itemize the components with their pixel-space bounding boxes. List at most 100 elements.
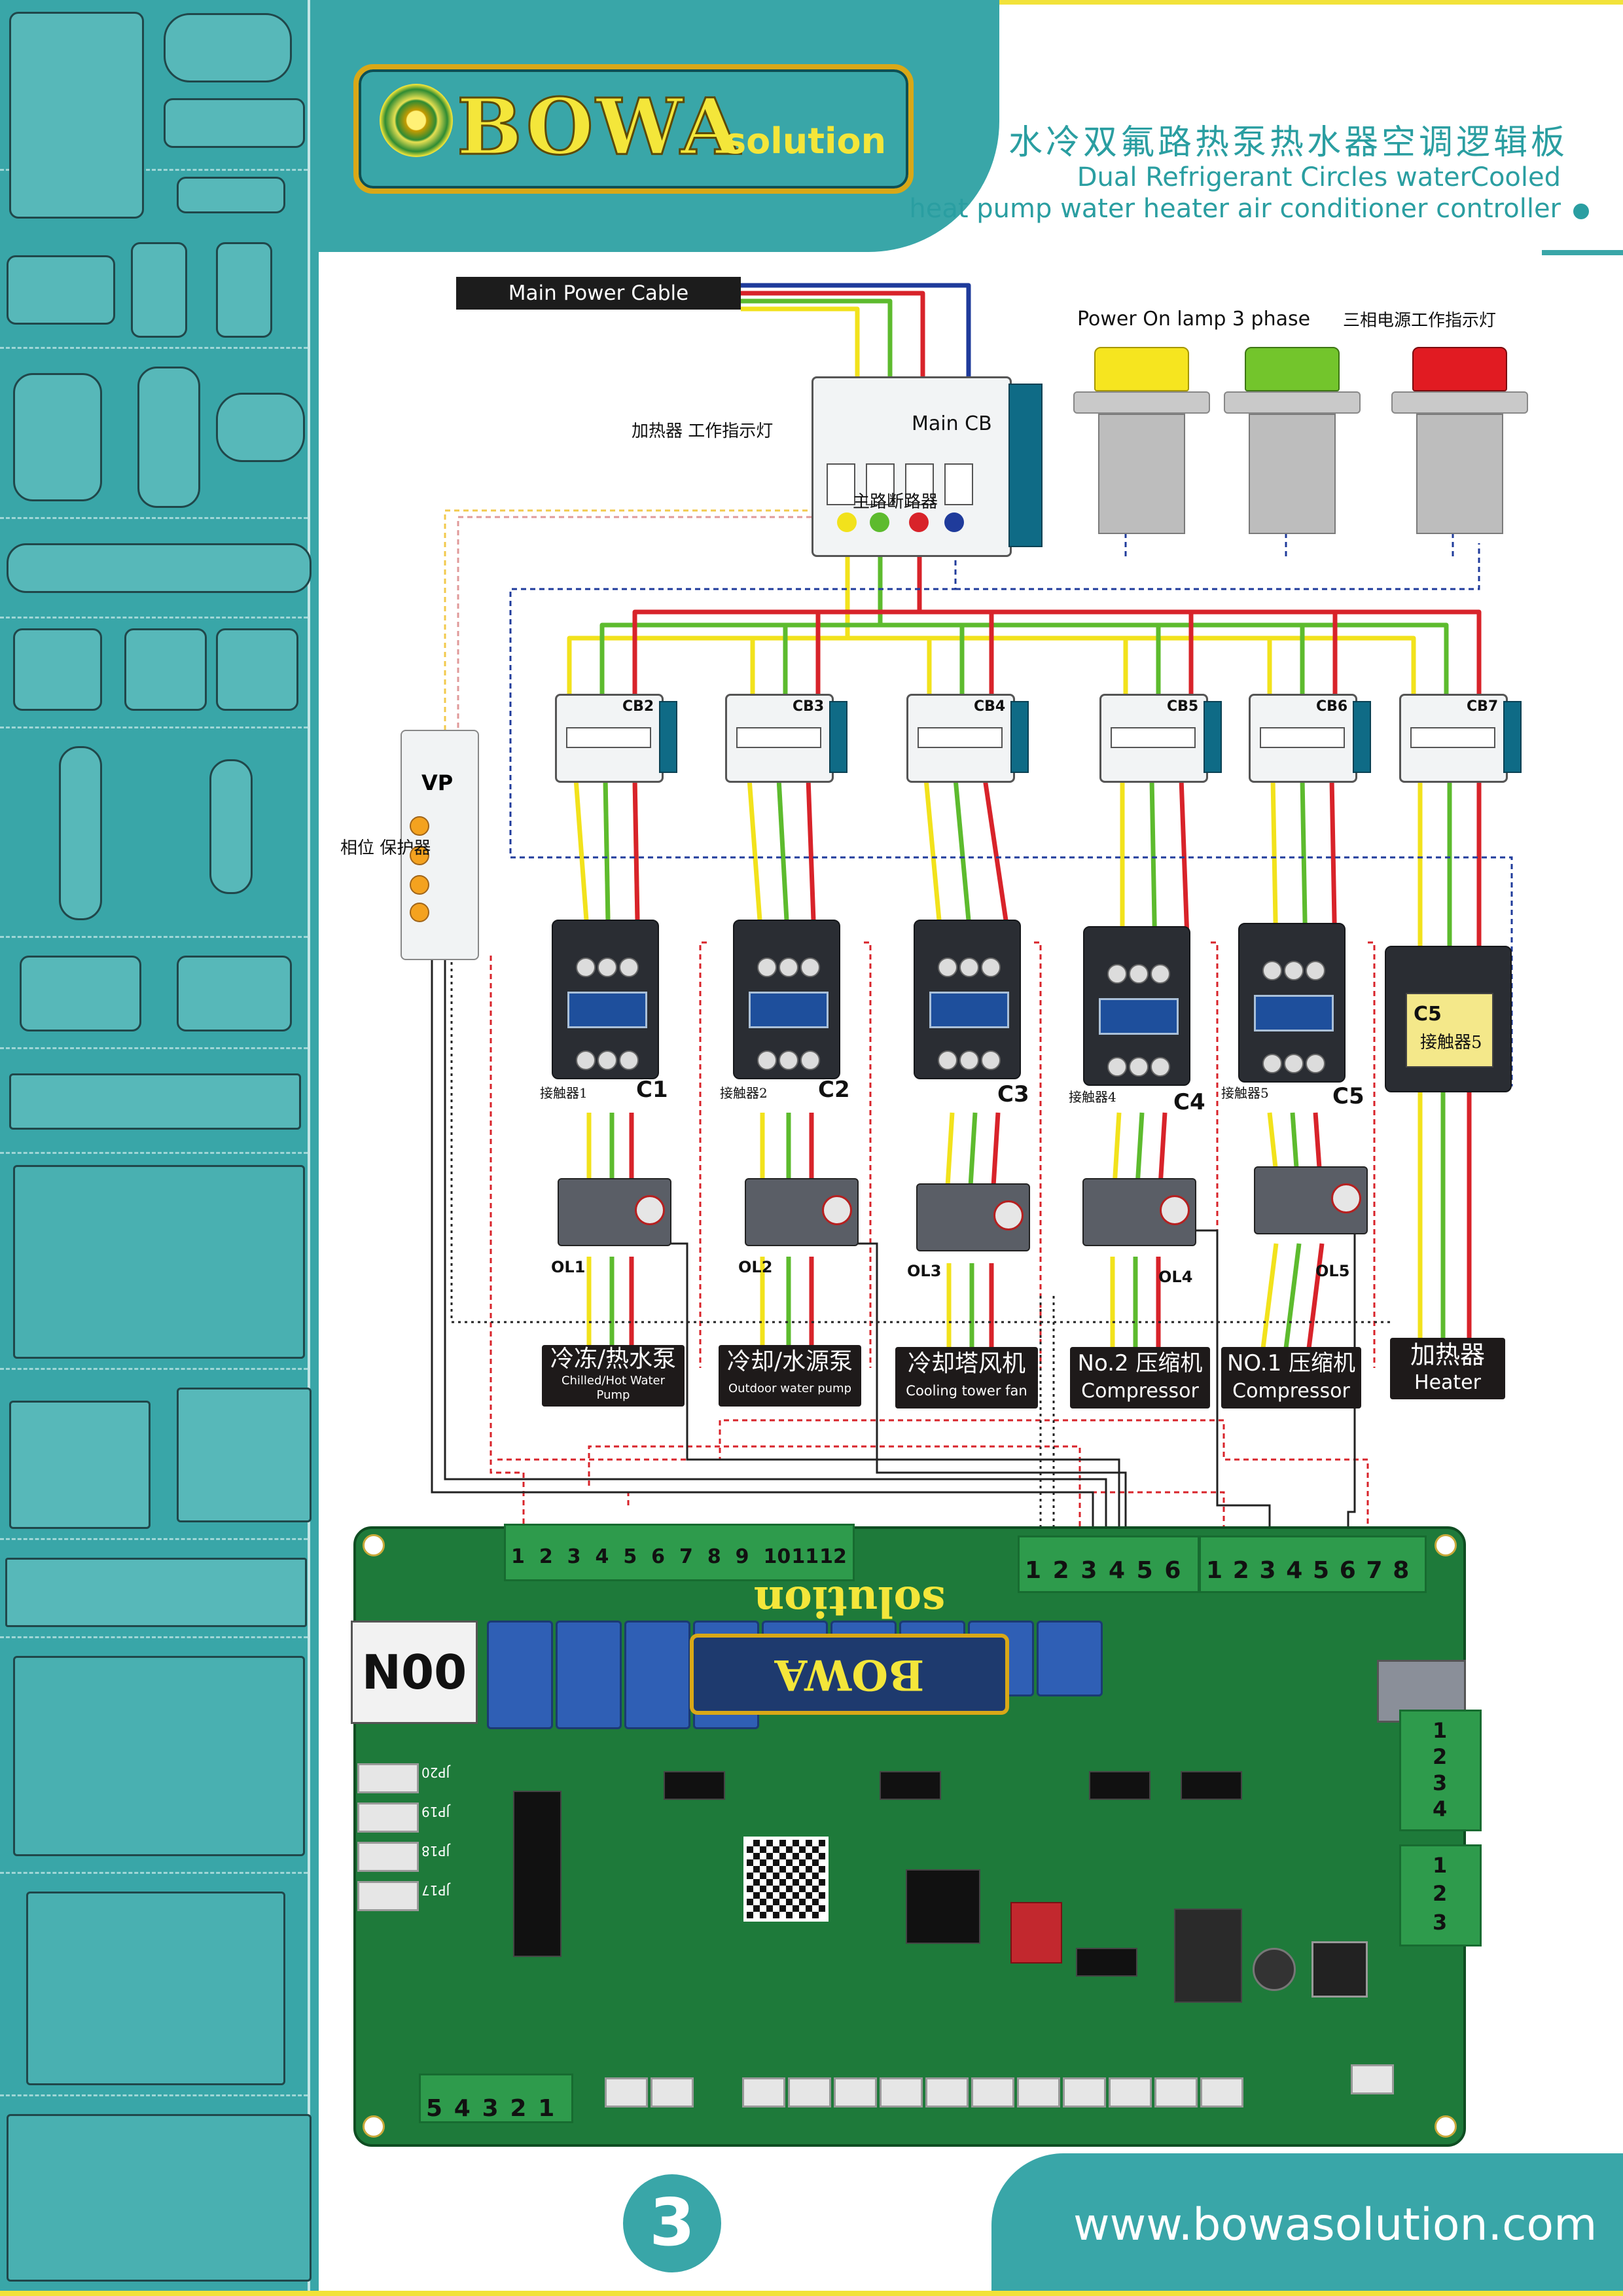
main-circuit-breaker: Main CB 主路断路器 xyxy=(812,376,1043,557)
footer-band xyxy=(991,2153,1623,2296)
sidebar-divider xyxy=(0,517,308,519)
condensing-unit-illustration xyxy=(26,1892,285,2085)
contactor-c4-label: C4 xyxy=(1173,1089,1205,1115)
load-label-en: Chilled/Hot Water Pump xyxy=(561,1374,666,1402)
pcb-connector[interactable] xyxy=(1351,2064,1394,2094)
vp-knob xyxy=(410,846,429,865)
neutral-dot xyxy=(944,512,964,532)
pcb-connector[interactable] xyxy=(834,2077,877,2108)
load-chilled-water-pump: 冷冻/热水泵 Chilled/Hot Water Pump xyxy=(542,1345,685,1407)
pcb-connector[interactable] xyxy=(1154,2077,1198,2108)
website-url[interactable]: www.bowasolution.com xyxy=(1073,2199,1597,2251)
pcb-connector[interactable] xyxy=(1017,2077,1060,2108)
sidebar-divider xyxy=(0,1538,308,1540)
pcb-connector[interactable] xyxy=(1109,2077,1152,2108)
contactor-heater-chinese: 接触器5 xyxy=(1420,1033,1482,1052)
pcb-connector[interactable] xyxy=(742,2077,785,2108)
bus-red-line xyxy=(632,609,1482,694)
contactor-c5 xyxy=(1238,923,1346,1083)
overload-dial-icon xyxy=(993,1200,1024,1230)
logo-brand-text: BOWA xyxy=(455,81,743,173)
overload-ol1-label: OL1 xyxy=(551,1258,586,1276)
pcb-connector[interactable] xyxy=(880,2077,923,2108)
pcb-connector[interactable] xyxy=(788,2077,831,2108)
pcb-connector[interactable] xyxy=(925,2077,969,2108)
pcb-regulator xyxy=(1311,1941,1368,1998)
pcb-mcu xyxy=(906,1869,980,1944)
connector-jp18-label: JP18 xyxy=(421,1843,450,1859)
heater-contactor-face xyxy=(1406,993,1493,1067)
load-label-cn: 冷冻/热水泵 xyxy=(550,1346,677,1372)
terminal-number: 1 xyxy=(1433,1718,1448,1743)
connector-jp20[interactable] xyxy=(357,1763,419,1793)
terminal-number: 7 xyxy=(1366,1557,1383,1584)
brand-logo: BOWA solution xyxy=(353,64,914,194)
pump-valve-illustration xyxy=(124,628,207,711)
pcb-ic xyxy=(513,1791,562,1957)
terminal-number: 3 xyxy=(1433,1909,1448,1935)
contactor-c2-label: C2 xyxy=(818,1077,850,1103)
power-lamp-red xyxy=(1391,347,1528,534)
power-lamp-yellow xyxy=(1073,347,1210,534)
pcb-connector[interactable] xyxy=(651,2077,694,2108)
contactor-c5-label: C5 xyxy=(1332,1083,1364,1109)
breaker-handle xyxy=(944,463,973,505)
flow-switch-illustration xyxy=(216,628,298,711)
sidebar-divider xyxy=(0,726,308,728)
sidebar-divider xyxy=(0,2094,308,2096)
power-lamp-green xyxy=(1224,347,1361,534)
connector-jp19[interactable] xyxy=(357,1803,419,1833)
controller-pcb: JP20 JP19 JP18 JP17 xyxy=(353,1526,1466,2147)
condenser-fans-illustration xyxy=(5,1558,307,1627)
connector-jp18[interactable] xyxy=(357,1842,419,1872)
terminal-number: 1 xyxy=(1206,1557,1223,1584)
din-rail xyxy=(1503,701,1522,773)
lamp-body xyxy=(1098,414,1185,534)
main-cb-label: Main CB xyxy=(912,412,992,435)
overload-dial-icon xyxy=(1331,1183,1361,1213)
breaker-cb2-label: CB2 xyxy=(622,698,654,715)
pcb-relay xyxy=(487,1621,553,1729)
load-label-cn: 加热器 xyxy=(1410,1340,1485,1369)
pcb-connector[interactable] xyxy=(1200,2077,1243,2108)
main-cable-blue-wire xyxy=(741,283,971,393)
solenoid-illustration xyxy=(131,242,187,338)
title-dot-icon xyxy=(1573,204,1589,219)
overload-dial-icon xyxy=(635,1195,665,1225)
connector-jp17[interactable] xyxy=(357,1881,419,1911)
pcb-connector[interactable] xyxy=(605,2077,648,2108)
lamp-body xyxy=(1249,414,1336,534)
din-rail xyxy=(829,701,847,773)
overload-dial-icon xyxy=(822,1195,852,1225)
phase-protector-chinese-label: 相位 保护器 xyxy=(340,838,431,858)
accumulator-illustration xyxy=(216,393,305,462)
terminal-number: 3 xyxy=(1080,1557,1097,1584)
contactor-c1 xyxy=(552,920,659,1079)
pcb-connector[interactable] xyxy=(971,2077,1014,2108)
overload-ol4-label: OL4 xyxy=(1158,1268,1193,1286)
pcb-brand-logo: BOWA solution xyxy=(690,1577,1009,1715)
overload-ol2 xyxy=(745,1178,859,1246)
pcb-relay xyxy=(1037,1621,1103,1696)
sidebar-divider xyxy=(0,169,308,171)
logo-sub-text: solution xyxy=(725,120,887,162)
plate-heat-exchanger-illustration xyxy=(9,12,144,219)
control-blue-dashed xyxy=(509,524,1513,1086)
contactor-c4-chinese: 接触器4 xyxy=(1069,1089,1116,1105)
breaker-handle xyxy=(905,463,934,505)
terminal-number: 10 xyxy=(763,1545,791,1568)
phase-l3-dot xyxy=(909,512,929,532)
pcb-connector[interactable] xyxy=(1063,2077,1106,2108)
breaker-cb5: CB5 xyxy=(1099,694,1222,783)
terminal-number: 11 xyxy=(791,1545,819,1568)
chiller-unit-illustration xyxy=(13,1656,305,1856)
terminal-number: 3 xyxy=(482,2095,499,2122)
pcb-model-label: N00 xyxy=(351,1621,478,1724)
